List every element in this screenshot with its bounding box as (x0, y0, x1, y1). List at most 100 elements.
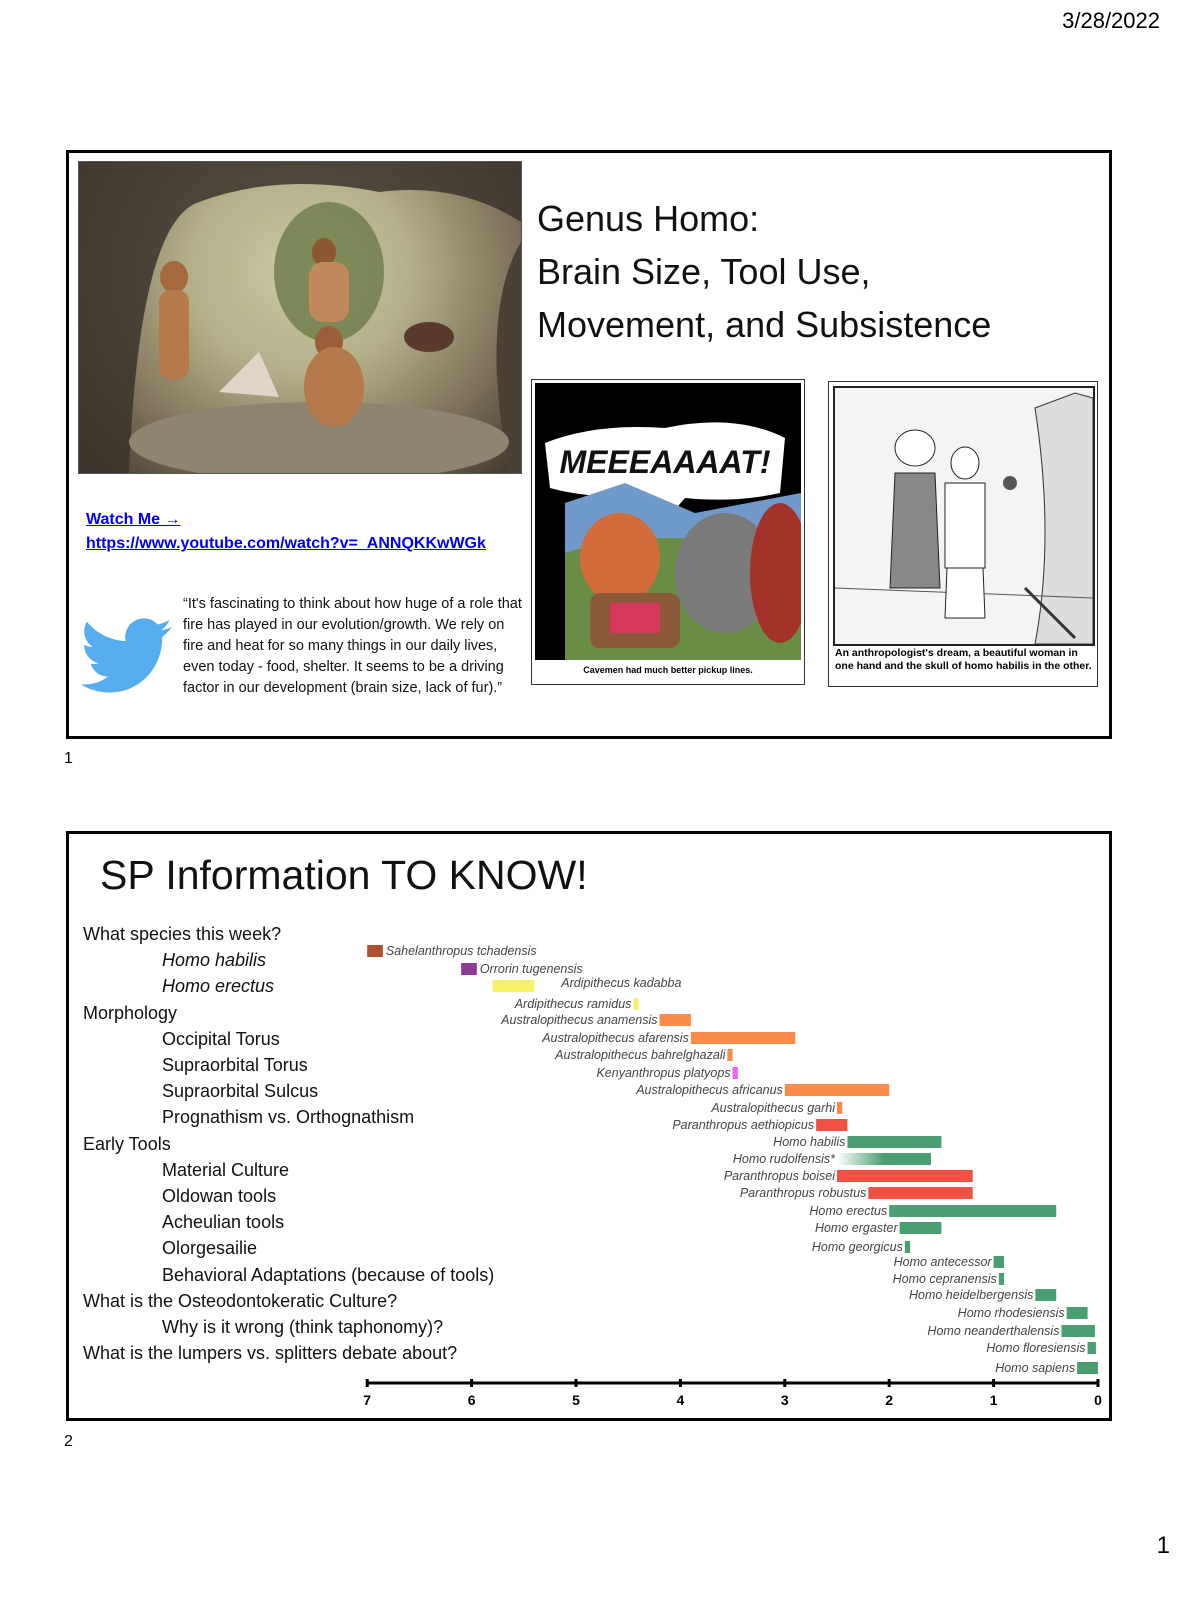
list-item: Why is it wrong (think taphonomy)? (162, 1317, 444, 1337)
list-item: Supraorbital Torus (162, 1055, 308, 1075)
range-bar (899, 1222, 942, 1234)
slide-2-title: SP Information TO KNOW! (100, 852, 588, 898)
cave-fire-painting (78, 161, 522, 474)
species-label: Homo floresiensis (986, 1341, 1085, 1355)
range-bar (993, 1256, 1005, 1268)
species-label: Ardipithecus ramidus (514, 997, 632, 1011)
list-item: Homo erectus (162, 976, 275, 997)
species-label: Homo antecessor (894, 1255, 993, 1269)
range-bar (868, 1187, 973, 1199)
species-label: Paranthropus boisei (724, 1169, 836, 1183)
species-label: Homo rhodesiensis (958, 1306, 1065, 1320)
range-bar (847, 1136, 942, 1148)
list-item: Early Tools (83, 1133, 171, 1154)
range-bar (1066, 1307, 1088, 1319)
list-item: Material Culture (162, 1159, 290, 1180)
species-label: Sahelanthropus tchadensis (386, 944, 537, 958)
species-label: Homo georgicus (812, 1240, 903, 1254)
list-item: Homo habilis (162, 950, 267, 971)
species-label: Homo cepranensis (893, 1272, 997, 1286)
comic-panel (833, 386, 1095, 646)
species-label: Homo heidelbergensis (909, 1288, 1033, 1302)
range-bar (889, 1205, 1057, 1217)
range-bar (1035, 1289, 1057, 1301)
caveman-comic: MEEEAAAAT! Cavemen had much better picku… (531, 379, 805, 685)
x-tick-label: 7 (363, 1392, 371, 1408)
painting-illustration (79, 162, 521, 473)
range-bar (837, 1102, 843, 1114)
range-bar (492, 980, 535, 992)
range-bar (998, 1273, 1005, 1285)
youtube-link[interactable]: https://www.youtube.com/watch?v=_ANNQKKw… (86, 535, 486, 552)
species-label: Paranthropus aethiopicus (672, 1118, 814, 1132)
x-tick-label: 2 (885, 1392, 893, 1408)
range-bar (1061, 1325, 1095, 1337)
title-line: Movement, and Subsistence (537, 304, 992, 345)
slide-number: 1 (64, 750, 73, 767)
list-item: Olorgesailie (162, 1238, 258, 1259)
species-label: Homo neanderthalensis (927, 1324, 1059, 1338)
twitter-bird-icon (80, 618, 172, 699)
print-date: 3/28/2022 (1062, 8, 1160, 33)
species-label: Homo erectus (809, 1204, 887, 1218)
range-bar (784, 1084, 890, 1096)
species-label: Homo sapiens (995, 1361, 1075, 1375)
student-quote: “It's fascinating to think about how hug… (183, 596, 522, 696)
comic-illustration: MEEEAAAAT! (545, 422, 801, 660)
x-tick-label: 6 (468, 1392, 476, 1408)
species-label: Homo ergaster (815, 1221, 899, 1235)
comic-panel: MEEEAAAAT! (535, 383, 801, 660)
title-line: Genus Homo: (537, 198, 760, 239)
x-tick-label: 4 (677, 1392, 685, 1408)
range-bar (727, 1049, 733, 1061)
x-tick-label: 5 (572, 1392, 580, 1408)
species-label: Paranthropus robustus (740, 1186, 866, 1200)
species-label: Australopithecus afarensis (541, 1031, 689, 1045)
title-line: Brain Size, Tool Use, (537, 251, 871, 292)
species-label: Ardipithecus kadabba (560, 976, 681, 990)
slide-number: 2 (64, 1433, 73, 1450)
list-item: Acheulian tools (162, 1212, 285, 1233)
slide-2 (66, 831, 1112, 1421)
list-item: Behavioral Adaptations (because of tools… (162, 1264, 495, 1285)
list-item: Oldowan tools (162, 1186, 277, 1206)
comic-illustration (835, 392, 1093, 644)
list-item: What is the Osteodontokeratic Culture? (83, 1290, 398, 1311)
range-bar (732, 1067, 738, 1079)
species-label: Australopithecus garhi (710, 1101, 836, 1115)
range-bar (837, 1170, 973, 1182)
species-label: Australopithecus bahrelghazali (554, 1048, 726, 1062)
list-item: What species this week? (83, 924, 282, 944)
range-bar (904, 1241, 911, 1253)
species-label: Australopithecus anamensis (500, 1013, 657, 1027)
range-bar (659, 1014, 691, 1026)
anthropologist-comic: An anthropologist's dream, a beautiful w… (828, 381, 1098, 687)
x-tick-label: 0 (1094, 1392, 1102, 1408)
range-bar (367, 945, 383, 957)
list-item: Supraorbital Sulcus (162, 1081, 319, 1102)
list-item: Occipital Torus (162, 1028, 280, 1049)
list-item: Prognathism vs. Orthognathism (162, 1107, 415, 1128)
x-tick-label: 3 (781, 1392, 789, 1408)
range-bar (461, 963, 477, 975)
page-number: 1 (1156, 1532, 1170, 1559)
slide-1-title: Genus Homo: Brain Size, Tool Use, Moveme… (537, 192, 991, 351)
species-label: Kenyanthropus platyops (596, 1066, 730, 1080)
range-bar (816, 1119, 848, 1131)
comic-caption: An anthropologist's dream, a beautiful w… (835, 647, 1092, 672)
species-label: Australopithecus africanus (635, 1083, 783, 1097)
range-bar (690, 1032, 796, 1044)
watch-me-link[interactable]: Watch Me → (86, 511, 181, 528)
list-item: What is the lumpers vs. splitters debate… (83, 1343, 458, 1364)
comic-caption: Cavemen had much better pickup lines. (583, 665, 753, 675)
species-label: Orrorin tugenensis (480, 962, 583, 976)
species-label: Homo habilis (773, 1135, 845, 1149)
comic-lettering: MEEEAAAAT! (560, 444, 771, 480)
range-bar (1077, 1362, 1098, 1374)
x-tick-label: 1 (990, 1392, 998, 1408)
list-item: Morphology (83, 1002, 178, 1023)
range-bar (633, 998, 639, 1010)
range-bar (1087, 1342, 1096, 1354)
species-label: Homo rudolfensis* (733, 1152, 836, 1166)
